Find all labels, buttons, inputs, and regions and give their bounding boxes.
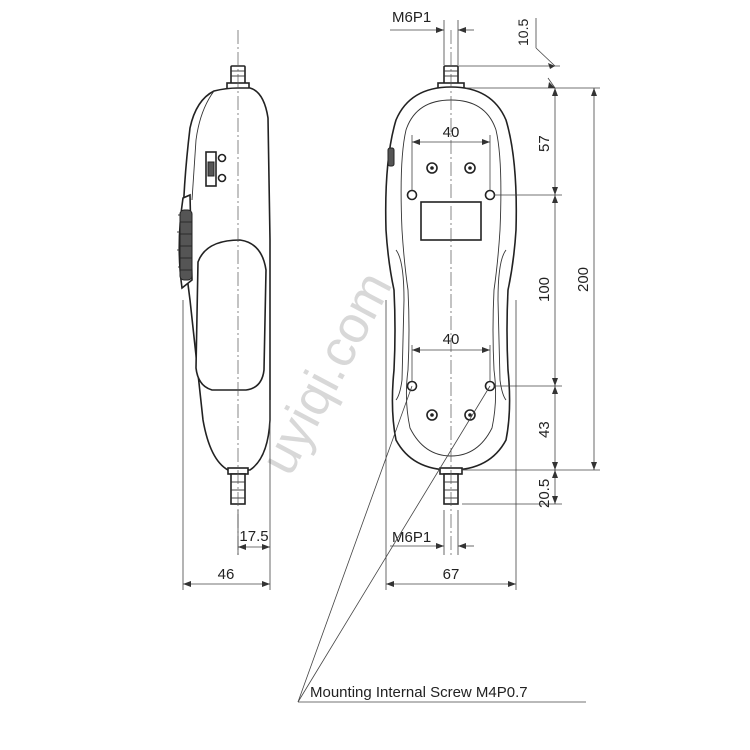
side-view-dimensions: 46 17.5: [182, 300, 271, 590]
side-view: [177, 30, 271, 555]
leader-line-1: [297, 385, 413, 703]
bottom-offset-label: 20.5: [536, 479, 553, 508]
mounting-note-label: Mounting Internal Screw M4P0.7: [310, 684, 528, 701]
top-thread-label: M6P1: [392, 9, 431, 26]
side-screw-1: [217, 153, 227, 163]
front-width-label: 67: [443, 566, 460, 583]
side-offset-label: 17.5: [239, 528, 268, 545]
top-offset-label: 10.5: [515, 19, 531, 46]
mount-hole-upper-right: [484, 189, 496, 201]
lower-section-label: 43: [536, 421, 553, 438]
side-zero-wheel: [179, 209, 193, 281]
side-screw-2: [217, 173, 227, 183]
total-length-label: 200: [575, 267, 592, 292]
bottom-thread-label: M6P1: [392, 529, 431, 546]
watermark: uyiqi.com: [249, 262, 403, 483]
middle-section-label: 100: [536, 277, 553, 302]
front-view-dimensions: M6P1 10.5 40 40 57: [385, 9, 600, 590]
side-grip-pad: [195, 239, 267, 391]
front-side-button: [387, 147, 395, 167]
upper-hole-spacing-label: 40: [443, 124, 460, 141]
upper-section-label: 57: [536, 135, 553, 152]
mounting-note: Mounting Internal Screw M4P0.7: [297, 385, 586, 703]
lower-hole-spacing-label: 40: [443, 331, 460, 348]
side-width-label: 46: [218, 566, 235, 583]
front-view: [384, 30, 518, 555]
leader-line-2: [297, 385, 491, 703]
mount-hole-upper-left: [406, 189, 418, 201]
